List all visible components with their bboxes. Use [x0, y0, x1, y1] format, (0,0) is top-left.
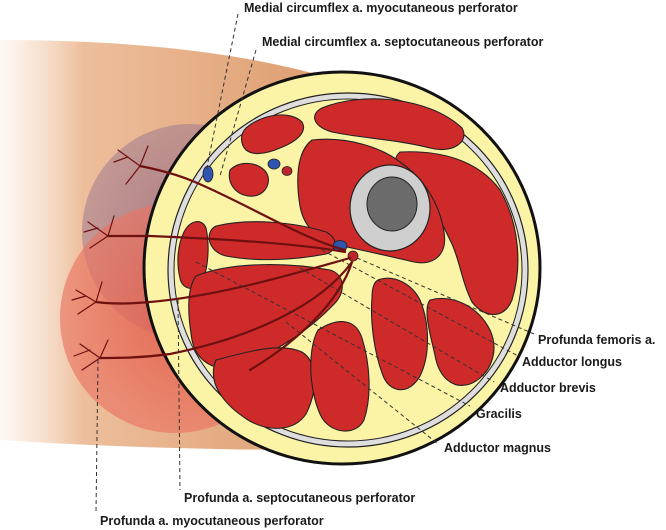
- leader-adductor-longus: [321, 249, 519, 357]
- artery-profunda: [347, 250, 359, 262]
- branch-profunda-septocutaneous: [94, 256, 352, 305]
- leader-gracilis: [195, 261, 471, 407]
- leader-medial-septocutaneous: [219, 49, 257, 177]
- muscle-vastus-medialis: [240, 114, 304, 155]
- leader-lines: [95, 13, 535, 513]
- label-profunda-myocutaneous-perforator: Profunda a. myocutaneous perforator: [100, 514, 324, 528]
- muscle-rectus-femoris: [314, 98, 465, 150]
- branch-medial-myocutaneous: [138, 164, 347, 252]
- label-gracilis: Gracilis: [476, 407, 522, 421]
- perforator-branches: [94, 164, 354, 372]
- muscle-adductor-longus-brevis: [208, 221, 336, 261]
- leader-medial-myocutaneous: [205, 13, 239, 173]
- leader-adductor-brevis: [299, 267, 495, 383]
- femur-marrow: [366, 176, 418, 232]
- label-adductor-longus: Adductor longus: [522, 355, 622, 369]
- vein-femoral: [267, 158, 281, 170]
- muscle-lateral-posterior: [426, 298, 495, 386]
- muscle-biceps-femoris: [370, 277, 428, 391]
- label-profunda-femoris: Profunda femoris a.: [538, 333, 656, 347]
- branch-medial-septocutaneous: [106, 234, 347, 254]
- label-adductor-brevis: Adductor brevis: [500, 381, 596, 395]
- muscle-semitendinosus: [310, 321, 370, 432]
- label-medial-septocutaneous-perforator: Medial circumflex a. septocutaneous perf…: [262, 35, 544, 49]
- label-adductor-magnus: Adductor magnus: [444, 441, 551, 455]
- branch-profunda-deep: [248, 260, 354, 372]
- label-medial-myocutaneous-perforator: Medial circumflex a. myocutaneous perfor…: [244, 1, 518, 15]
- leader-profunda-myocutaneous: [95, 359, 99, 513]
- muscle-semimembranosus: [212, 347, 316, 429]
- leader-profunda-septocutaneous: [177, 299, 181, 491]
- vein-medial-circumflex: [202, 165, 214, 183]
- leader-adductor-magnus: [285, 321, 439, 445]
- muscle-sartorius: [228, 162, 269, 197]
- perforator-twigs: [71, 145, 149, 371]
- artery-femoral: [281, 166, 293, 176]
- label-profunda-septocutaneous-perforator: Profunda a. septocutaneous perforator: [184, 491, 416, 505]
- branch-profunda-myocutaneous: [98, 260, 354, 360]
